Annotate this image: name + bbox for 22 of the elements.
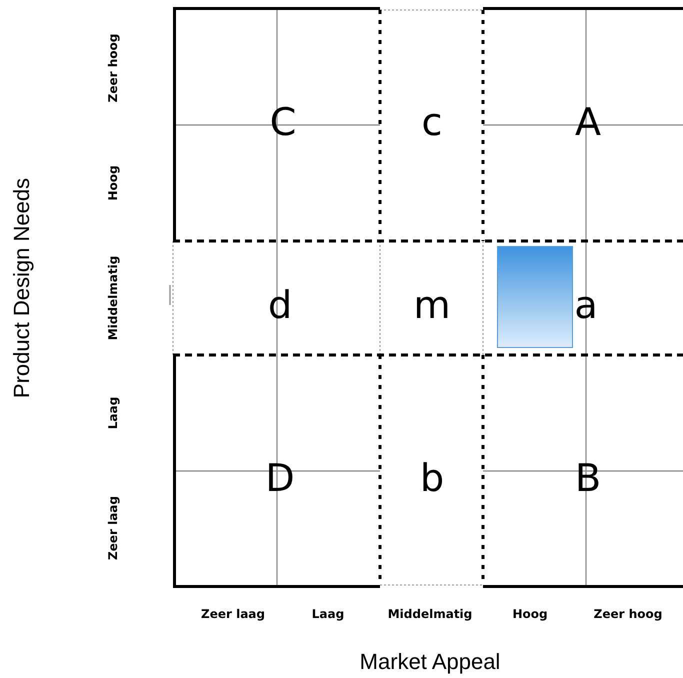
highlight-marker [497,246,573,348]
axis-tick-label: Middelmatig [106,256,120,340]
axis-tick-label: Zeer hoog [106,34,120,102]
axis-tick-label: Zeer laag [106,496,120,560]
cell-letter: c [422,103,442,141]
axis-tick-label: Zeer hoog [594,607,662,621]
axis-tick-label: Laag [312,607,344,621]
cell-letter: D [265,459,295,497]
axis-tick-label: Zeer laag [201,607,265,621]
cell-letter: A [575,103,601,141]
axis-tick-label: Hoog [106,165,120,201]
axis-title: Market Appeal [360,649,500,675]
cell-letter: B [574,459,602,497]
cell-letter: C [270,103,296,141]
cell-letter: m [413,286,451,324]
axis-tick-label: Laag [106,396,120,430]
axis-tick-label: Middelmatig [388,607,472,621]
cell-letter: d [268,286,292,324]
axis-title: Product Design Needs [9,178,35,398]
axis-tick-label: Hoog [512,607,548,621]
cell-letter: b [420,459,444,497]
cell-letter: a [574,286,598,324]
